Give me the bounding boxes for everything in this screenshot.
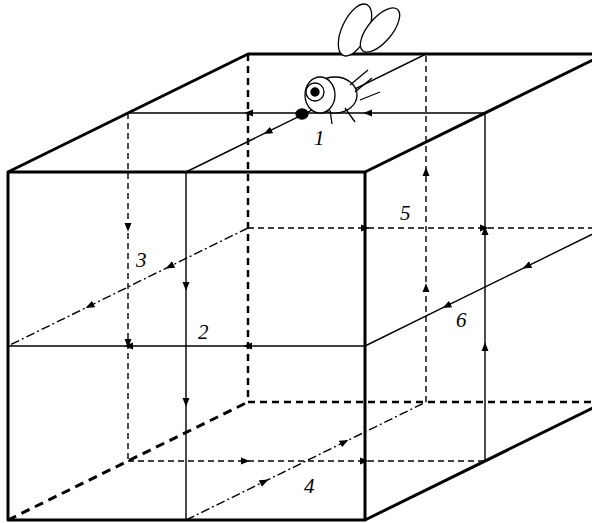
callout-number: 5 [400, 203, 411, 224]
fly [296, 0, 407, 124]
callout-number: 1 [314, 128, 325, 149]
cube-edges [8, 54, 592, 520]
callout-number: 6 [456, 310, 467, 331]
callout-number: 4 [304, 476, 315, 497]
callout-number: 2 [198, 322, 209, 343]
fly-paths [8, 54, 592, 520]
callout-number: 3 [136, 250, 147, 271]
hidden-edges [8, 54, 592, 520]
